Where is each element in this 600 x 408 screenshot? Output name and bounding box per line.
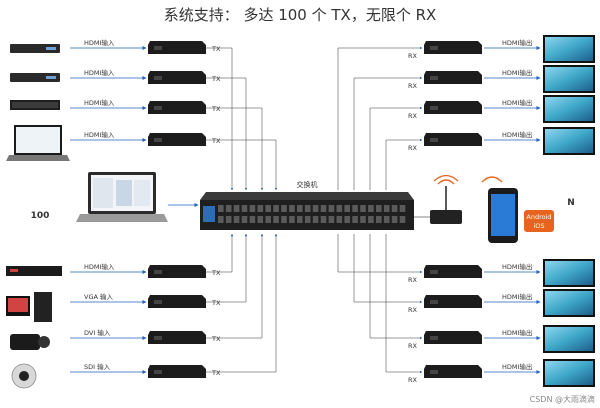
switch-label: 交换机 [297, 180, 318, 189]
tx-label: TX [211, 269, 221, 277]
rx-decoder [424, 295, 482, 308]
source-settop-box [6, 266, 62, 276]
mobile-phone: Android iOS [481, 176, 554, 243]
hdmi-display [543, 325, 595, 353]
diagram-title: 系统支持： 多达 100 个 TX，无限个 RX [164, 6, 437, 24]
tx-input-label: VGA 输入 [84, 292, 113, 301]
tx-label: TX [211, 137, 221, 145]
os-badge-android: Android [526, 213, 551, 221]
rx-label: RX [408, 112, 418, 120]
rx-output-label: HDMI输出 [502, 38, 532, 47]
rx-decoder [424, 365, 482, 378]
tx-encoder [148, 365, 206, 378]
tx-label: TX [211, 299, 221, 307]
rx-label: RX [408, 376, 418, 384]
rx-decoder [424, 41, 482, 54]
rx-label: RX [408, 82, 418, 90]
hdmi-display [543, 35, 595, 63]
hdmi-display [543, 289, 595, 317]
rx-decoder [424, 331, 482, 344]
tx-encoder [148, 41, 206, 54]
tx-input-label: HDMI输入 [84, 130, 115, 139]
tx-input-label: SDI 输入 [84, 362, 111, 371]
os-badge [524, 210, 554, 232]
rx-output-label: HDMI输出 [502, 362, 532, 371]
source-dvr [10, 100, 60, 110]
source-ptz-camera [11, 363, 37, 389]
hdmi-display [543, 65, 595, 93]
rx-output-label: HDMI输出 [502, 130, 532, 139]
tx-input-label: HDMI输入 [84, 98, 115, 107]
rx-output-label: HDMI输出 [502, 98, 532, 107]
tx-label: TX [211, 335, 221, 343]
rx-decoder [424, 101, 482, 114]
connection-lines [70, 46, 541, 374]
rx-label: RX [408, 306, 418, 314]
tx-encoder [148, 265, 206, 278]
network-switch: 交换机 [200, 180, 414, 230]
tx-label: TX [211, 369, 221, 377]
tx-input-label: HDMI输入 [84, 38, 115, 47]
rx-output-label: HDMI输出 [502, 292, 532, 301]
rx-label: RX [408, 52, 418, 60]
tx-label: TX [211, 75, 221, 83]
wifi-router [430, 174, 462, 224]
watermark: CSDN @大雨滴滴 [530, 394, 595, 404]
tx-label: TX [211, 45, 221, 53]
tx-label: TX [211, 105, 221, 113]
tx-input-label: HDMI输入 [84, 262, 115, 271]
source-devices [6, 44, 70, 389]
hdmi-display [543, 127, 595, 155]
tx-encoder [148, 133, 206, 146]
hdmi-display [543, 259, 595, 287]
rx-output-label: HDMI输出 [502, 262, 532, 271]
tx-input-label: HDMI输入 [84, 68, 115, 77]
display-screens [543, 35, 595, 387]
tx-encoder [148, 101, 206, 114]
tx-input-label: DVI 输入 [84, 328, 111, 337]
rx-output-label: HDMI输出 [502, 328, 532, 337]
rx-label: RX [408, 144, 418, 152]
os-badge-ios: iOS [533, 222, 544, 230]
control-laptop [76, 172, 168, 222]
source-player [10, 73, 60, 82]
source-laptop [6, 125, 70, 161]
rx-label: RX [408, 342, 418, 350]
hdmi-display [543, 95, 595, 123]
rx-count-label: N [567, 198, 575, 208]
source-player [10, 44, 60, 53]
source-camcorder [10, 334, 50, 350]
rx-decoders: RX HDMI输出 RX HDMI输出 RX HDMI输出 RX HDMI输出 RX HDMI输出… [408, 38, 532, 384]
rx-decoder [424, 265, 482, 278]
rx-output-label: HDMI输出 [502, 68, 532, 77]
tx-encoder [148, 331, 206, 344]
source-pc [6, 292, 52, 322]
rx-decoder [424, 133, 482, 146]
tx-count-label: 100 [31, 211, 50, 221]
rx-label: RX [408, 276, 418, 284]
hdmi-display [543, 359, 595, 387]
tx-encoder [148, 295, 206, 308]
tx-encoders: TX HDMI输入 TX HDMI输入 TX HDMI输入 TX HDMI输入 TX HDMI输入… [84, 38, 221, 378]
rx-decoder [424, 71, 482, 84]
tx-encoder [148, 71, 206, 84]
